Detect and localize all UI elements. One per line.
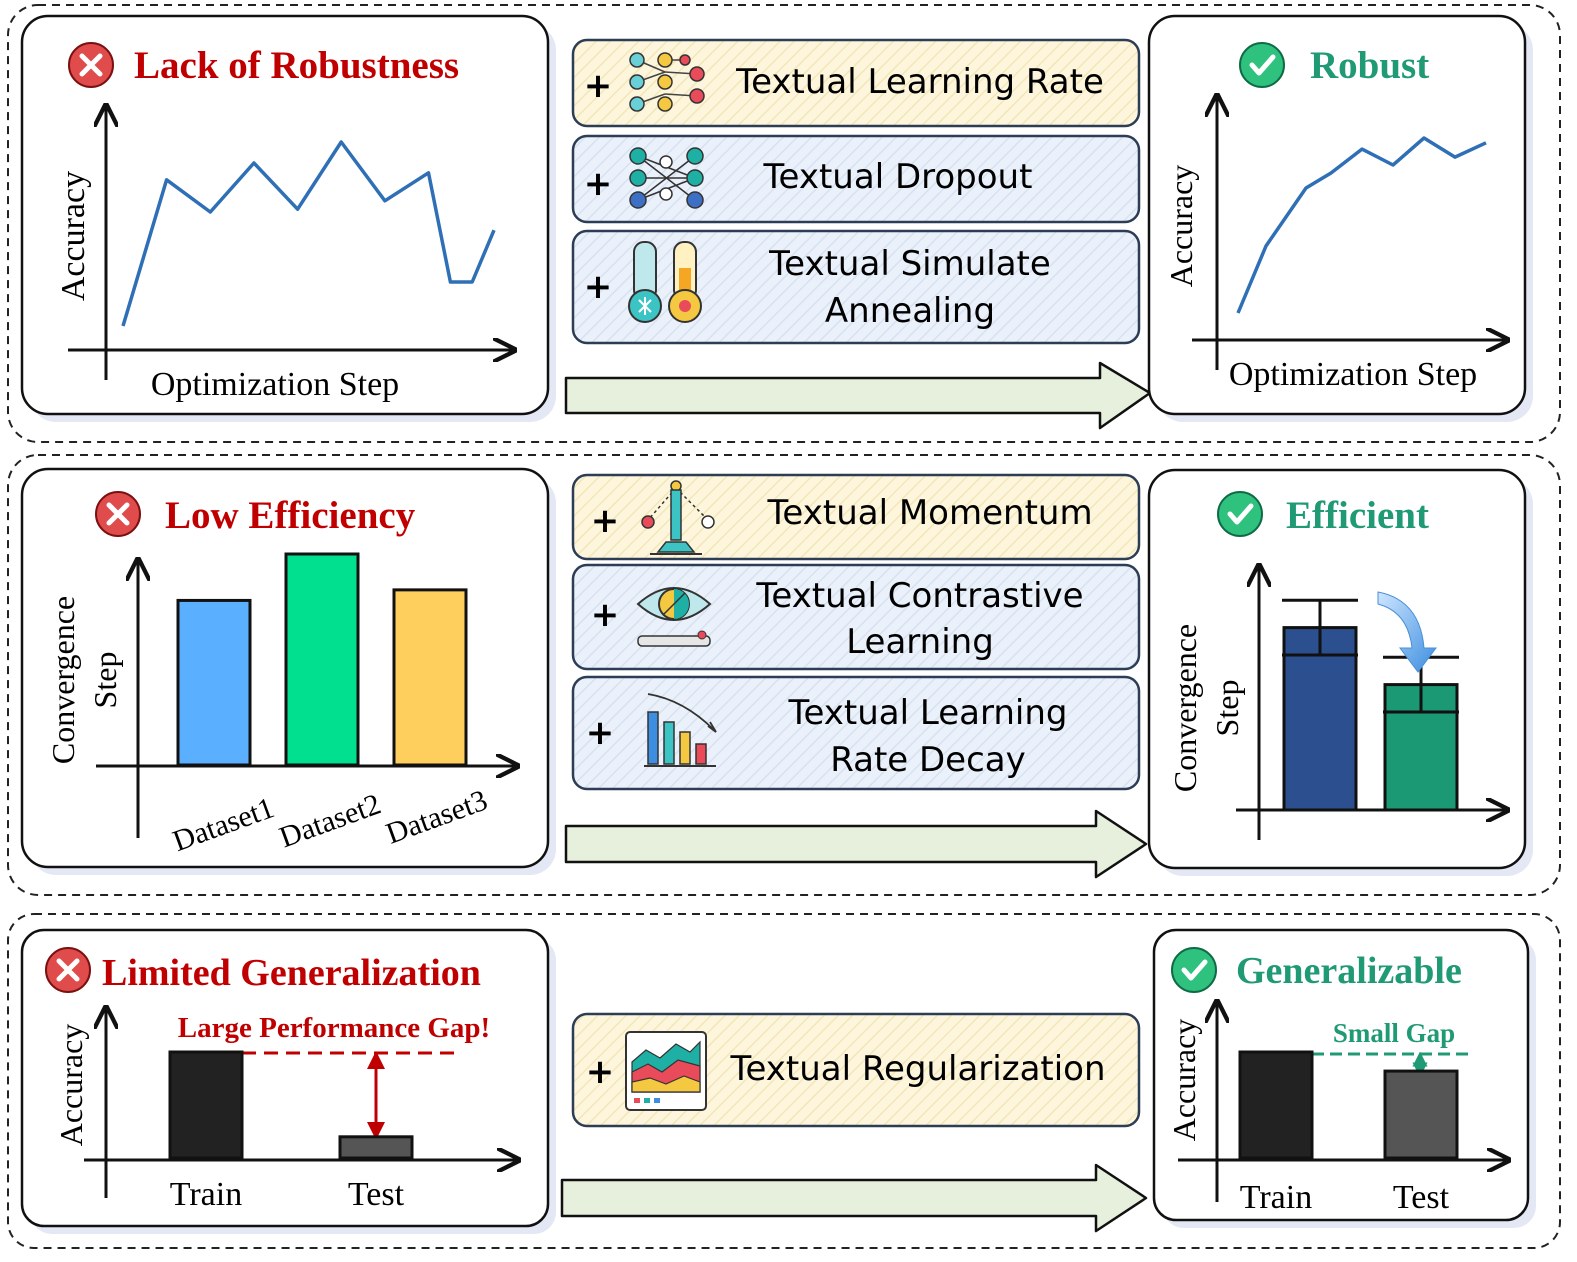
- y-axis-label-line1: Convergence: [45, 596, 81, 764]
- thermometers-icon: [628, 241, 702, 323]
- bar-train: [168, 1050, 244, 1160]
- bar-dataset3: [392, 588, 468, 767]
- y-axis-label: Accuracy: [1163, 165, 1199, 288]
- category-label: Test: [1393, 1179, 1450, 1216]
- plus-sign: +: [586, 713, 615, 753]
- technique-card-regularization: + Textual Regularization: [571, 1012, 1141, 1128]
- technique-card-annealing: + Textual Simulate Annealing: [571, 229, 1141, 345]
- bar-group: Train Test: [1238, 1050, 1459, 1216]
- plus-sign: +: [584, 267, 613, 307]
- technique-card-learning-rate: + Textual Learning Rate: [571, 38, 1141, 128]
- decay-bars-icon: [644, 693, 717, 767]
- bar-dataset1: [176, 598, 252, 767]
- problem-title: Low Efficiency: [165, 494, 416, 537]
- dropout-network-icon: [629, 147, 704, 209]
- neural-network-icon: [629, 52, 705, 112]
- technique-label: Textual Momentum: [766, 493, 1092, 533]
- bar-test: [338, 1135, 414, 1160]
- plus-sign: +: [591, 595, 620, 635]
- y-axis-label-line2: Step: [87, 652, 123, 709]
- transition-arrow: [564, 809, 1148, 879]
- transition-arrow: [560, 1163, 1148, 1233]
- curved-down-arrow: [1377, 591, 1437, 673]
- bar-dataset2: [284, 552, 360, 767]
- bar-test: [1383, 1069, 1459, 1160]
- check-circle-icon: [1217, 491, 1263, 537]
- area-chart-icon: [625, 1031, 707, 1111]
- technique-label-line2: Annealing: [825, 291, 995, 331]
- row-efficiency: Low Efficiency Convergence Step Dataset1…: [7, 454, 1561, 896]
- bar-train: [1238, 1050, 1314, 1160]
- technique-card-dropout: + Textual Dropout: [571, 134, 1141, 224]
- problem-card: Lack of Robustness Accuracy Optimization…: [20, 14, 556, 422]
- solution-title: Efficient: [1286, 494, 1429, 537]
- check-circle-icon: [1239, 42, 1285, 88]
- category-label: Test: [348, 1176, 405, 1213]
- row-frame: [7, 4, 1561, 443]
- solution-card: Robust Accuracy Optimization Step: [1147, 14, 1533, 422]
- solution-card: Efficient Convergence Step: [1147, 468, 1533, 876]
- problem-card: Low Efficiency Convergence Step Dataset1…: [20, 467, 556, 875]
- solution-card: Generalizable Accuracy Small Gap Train Te…: [1152, 928, 1536, 1228]
- problem-title: Lack of Robustness: [134, 44, 459, 87]
- row-frame: [7, 454, 1561, 896]
- plus-sign: +: [584, 66, 613, 106]
- y-axis-label: Accuracy: [55, 171, 92, 301]
- problem-card: Limited Generalization Accuracy Large Pe…: [20, 928, 556, 1234]
- bar-group: Train Test: [168, 1050, 414, 1213]
- bar-1: [1282, 626, 1358, 812]
- bar-group: [1282, 598, 1459, 812]
- row-generalization: Limited Generalization Accuracy Large Pe…: [7, 913, 1561, 1249]
- contrast-eye-icon: [636, 587, 712, 647]
- y-axis-label: Accuracy: [53, 1024, 89, 1147]
- check-circle-icon: [1171, 947, 1217, 993]
- y-axis-label-line1: Convergence: [1167, 624, 1203, 792]
- technique-label-line1: Textual Simulate: [768, 244, 1051, 284]
- solution-title: Robust: [1310, 44, 1429, 87]
- x-circle-icon: [95, 491, 141, 537]
- technique-label-line1: Textual Learning: [787, 693, 1067, 733]
- accuracy-series-line: [1236, 136, 1487, 314]
- technique-label-line2: Rate Decay: [830, 740, 1026, 780]
- x-circle-icon: [68, 42, 114, 88]
- x-circle-icon: [45, 947, 91, 993]
- gap-annotation: Small Gap: [1333, 1018, 1455, 1048]
- technique-label: Textual Regularization: [729, 1049, 1105, 1089]
- technique-card-contrastive: + Textual Contrastive Learning: [571, 563, 1141, 671]
- y-axis-label: Accuracy: [1166, 1019, 1202, 1142]
- row-frame: [7, 913, 1561, 1249]
- problem-title: Limited Generalization: [102, 952, 481, 994]
- pendulum-icon: [641, 480, 715, 555]
- solution-title: Generalizable: [1236, 950, 1462, 992]
- x-axis-label: Optimization Step: [151, 366, 399, 403]
- plus-sign: +: [584, 164, 613, 204]
- plus-sign: +: [591, 501, 620, 541]
- technique-card-decay: + Textual Learning Rate Decay: [571, 675, 1141, 791]
- gap-annotation: Large Performance Gap!: [178, 1012, 490, 1044]
- category-label: Train: [1240, 1179, 1312, 1216]
- accuracy-series-line: [121, 140, 496, 327]
- row-robustness: Lack of Robustness Accuracy Optimization…: [7, 4, 1561, 443]
- y-axis-label-line2: Step: [1209, 680, 1245, 737]
- plus-sign: +: [586, 1052, 615, 1092]
- technique-label: Textual Learning Rate: [735, 62, 1104, 102]
- technique-label: Textual Dropout: [763, 157, 1033, 197]
- technique-label-line1: Textual Contrastive: [755, 576, 1083, 616]
- x-axis-label: Optimization Step: [1229, 356, 1477, 393]
- transition-arrow: [564, 361, 1152, 430]
- technique-card-momentum: + Textual Momentum: [571, 473, 1141, 561]
- technique-label-line2: Learning: [846, 622, 994, 662]
- category-label: Train: [170, 1176, 242, 1213]
